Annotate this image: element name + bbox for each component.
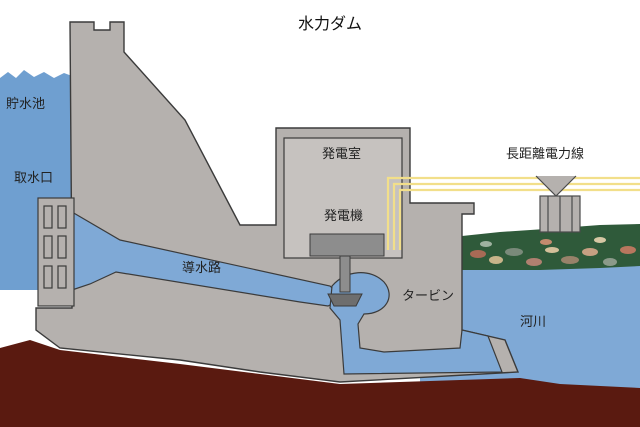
label-power-lines: 長距離電力線 [506, 147, 585, 162]
diagram-title: 水力ダム [298, 14, 363, 33]
intake-grate [37, 197, 75, 307]
generator-unit [309, 233, 385, 257]
riverbank-stones [470, 237, 636, 266]
dam-body [35, 21, 520, 383]
label-penstock: 導水路 [182, 261, 222, 276]
ground-layer [0, 340, 640, 427]
label-reservoir: 貯水池 [6, 97, 46, 112]
river-bank [462, 224, 640, 270]
label-generator: 発電機 [324, 209, 364, 224]
label-turbine: タービン [402, 289, 455, 304]
label-powerhouse: 発電室 [322, 147, 362, 162]
label-intake: 取水口 [14, 171, 54, 186]
turbine-chamber [329, 272, 503, 375]
transmission-tower [535, 175, 581, 233]
penstock-channel [71, 210, 346, 307]
turbine-shaft [339, 255, 351, 293]
turbine-runner [327, 293, 363, 307]
label-river: 河川 [520, 315, 547, 330]
